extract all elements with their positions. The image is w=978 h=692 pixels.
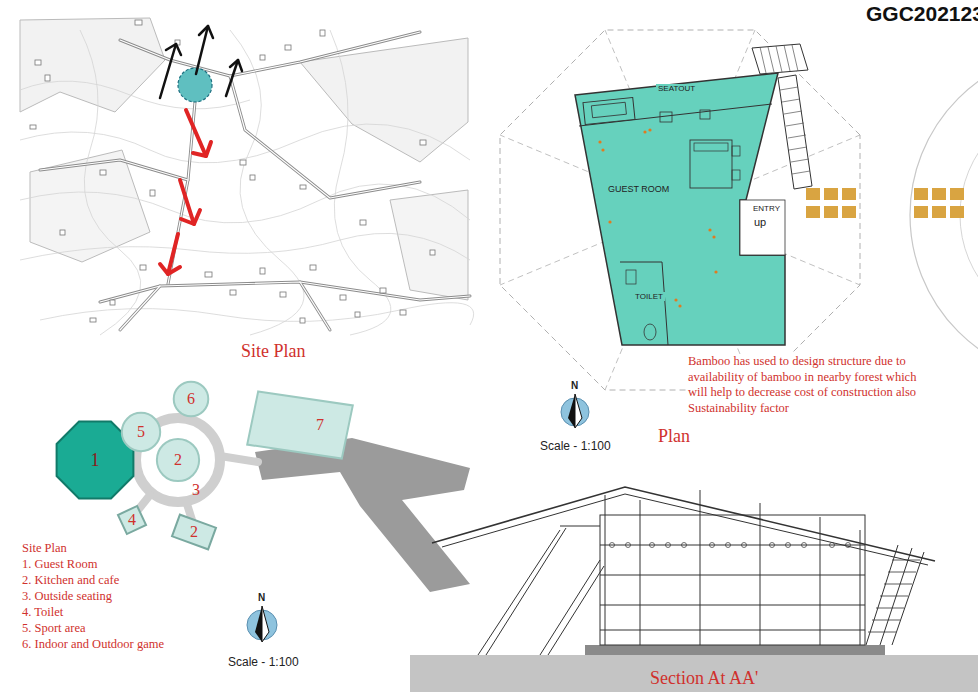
circle-zone: 5 bbox=[121, 412, 161, 452]
guest-room-plan bbox=[500, 30, 978, 390]
circle-shape bbox=[174, 382, 209, 417]
drawing-title: Plan bbox=[658, 426, 690, 447]
callout-number: 2 bbox=[190, 524, 198, 540]
room-label: GUEST ROOM bbox=[606, 184, 671, 194]
callout-number: 6 bbox=[187, 391, 195, 407]
north-label: N bbox=[258, 592, 265, 604]
circle-zone: 6 bbox=[173, 381, 209, 417]
room-label: SEATOUT bbox=[656, 84, 697, 93]
legend-item: 1. Guest Room bbox=[22, 557, 97, 571]
box-shape bbox=[172, 515, 216, 550]
legend-item: 2. Kitchen and cafe bbox=[22, 573, 119, 587]
circle-shape bbox=[122, 413, 160, 451]
legend-item: 6. Indoor and Outdoor game bbox=[22, 637, 164, 651]
scale-note: Scale - 1:100 bbox=[540, 440, 611, 454]
callout-number: 4 bbox=[128, 512, 136, 528]
room-label: ENTRY bbox=[751, 204, 782, 213]
site-map bbox=[20, 18, 474, 335]
section-drawing bbox=[410, 487, 978, 692]
callout-number: 1 bbox=[91, 451, 100, 469]
box-shape bbox=[118, 506, 146, 534]
scale-note: Scale - 1:100 bbox=[228, 656, 299, 670]
shape-outline bbox=[245, 390, 355, 460]
sheet-code: GGC2021231 bbox=[866, 2, 978, 26]
room-label: TOILET bbox=[633, 292, 665, 301]
circle-shape bbox=[157, 439, 199, 481]
legend-heading: Site Plan bbox=[22, 541, 67, 555]
north-compass bbox=[561, 394, 589, 428]
block-box: 4 bbox=[121, 509, 143, 531]
callout-number: 7 bbox=[316, 417, 324, 433]
block-box: 2 bbox=[174, 520, 214, 544]
design-note: Bamboo has used to design structure due … bbox=[686, 354, 922, 417]
room-label: up bbox=[752, 216, 768, 229]
north-label: N bbox=[571, 380, 578, 392]
drawing-title: Section At AA' bbox=[650, 668, 758, 689]
callout-number: 2 bbox=[174, 452, 182, 468]
legend-item: 4. Toilet bbox=[22, 605, 63, 619]
north-compass bbox=[247, 606, 277, 642]
legend-item: 5. Sport area bbox=[22, 621, 86, 635]
legend-item: 3. Outside seating bbox=[22, 589, 112, 603]
circle-zone: 2 bbox=[156, 438, 200, 482]
parking-shape bbox=[247, 391, 353, 458]
callout-number: 3 bbox=[192, 481, 200, 499]
drawing-title: Site Plan bbox=[241, 341, 306, 362]
parking-area: 7 bbox=[245, 390, 355, 460]
callout-number: 5 bbox=[137, 424, 145, 440]
